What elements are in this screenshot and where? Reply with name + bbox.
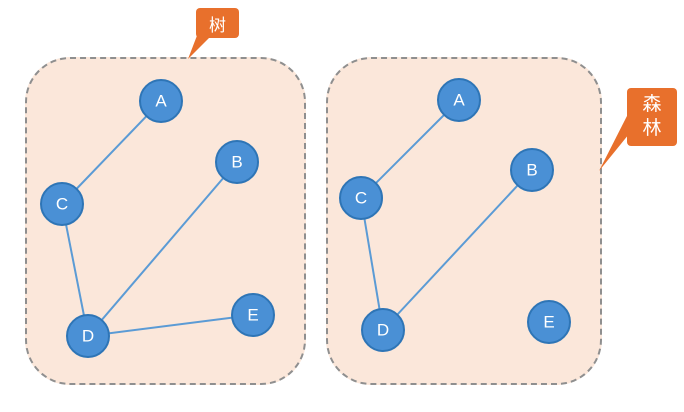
forest-callout-tail-icon — [599, 112, 629, 171]
tree-callout: 树 — [196, 8, 239, 38]
tree-callout-label: 树 — [209, 15, 226, 35]
forest-callout: 森林 — [627, 88, 677, 146]
forest-callout-label: 森林 — [642, 94, 662, 139]
tree-panel — [25, 57, 306, 385]
forest-panel — [326, 57, 602, 385]
